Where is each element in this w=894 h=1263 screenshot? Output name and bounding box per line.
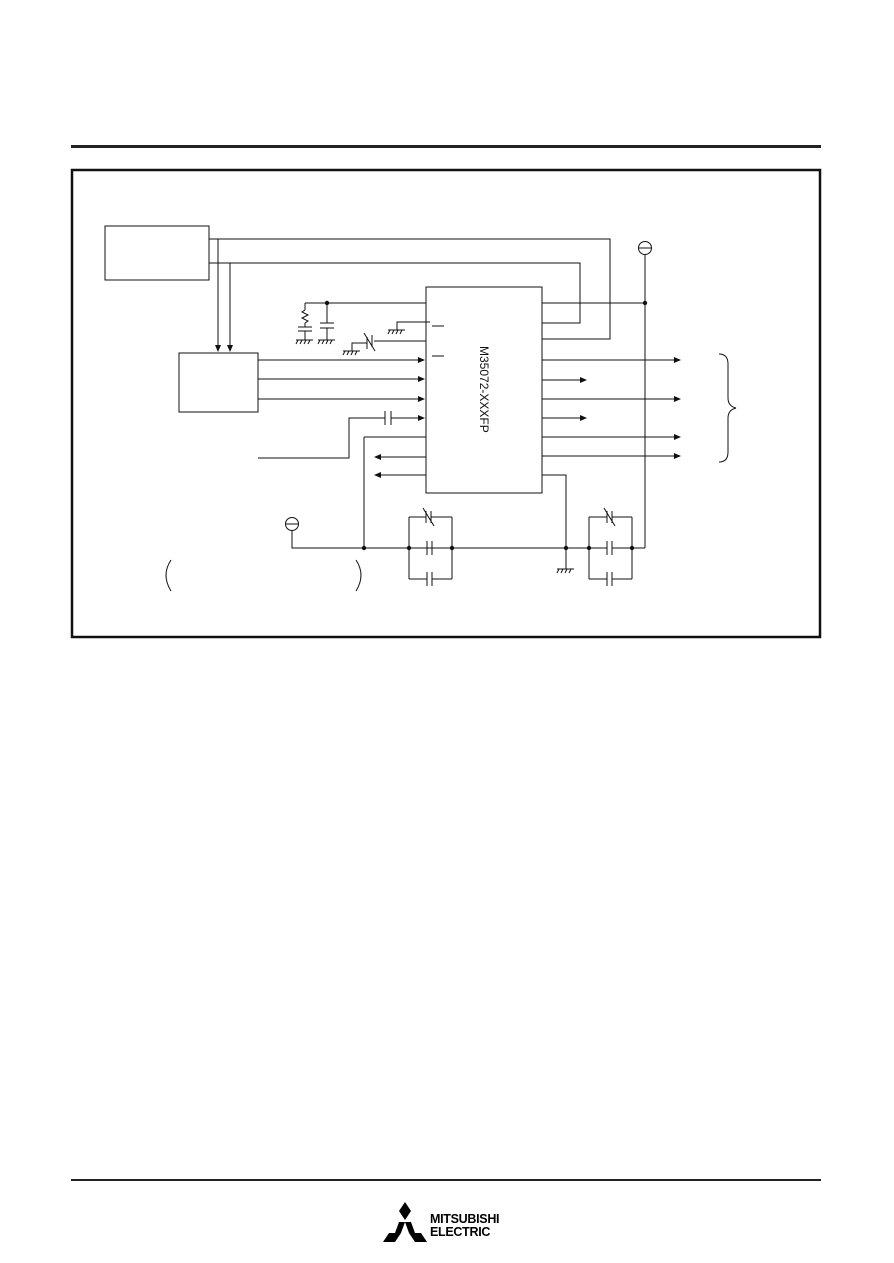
vcc-right-terminal (638, 241, 652, 548)
output-brace (718, 353, 737, 463)
chip-left-outputs (363, 436, 426, 548)
footer-rule (71, 1179, 821, 1181)
left-decoupling-capacitors (406, 507, 589, 586)
brand-line-2: ELECTRIC (430, 1225, 491, 1239)
block-to-chip-arrows (258, 357, 425, 402)
diagram-frame (70, 168, 822, 639)
chip-part-number: M35072-XXXFP (477, 346, 491, 433)
brand-line-1: MITSUBISHI (430, 1212, 500, 1226)
upper-block-buses (209, 238, 611, 352)
brand-wordmark: MITSUBISHI ELECTRIC (430, 1212, 500, 1239)
chip-right-outputs (542, 300, 681, 548)
main-ic-chip (425, 286, 543, 494)
header-rule (71, 145, 821, 148)
ground-pin-stubs (342, 321, 444, 357)
vcc-left-terminal (285, 517, 452, 551)
right-decoupling-capacitors (586, 507, 645, 586)
ground-junction (556, 545, 574, 574)
coupling-capacitor-input (258, 411, 425, 459)
middle-left-block (178, 352, 259, 413)
upper-left-block (104, 225, 210, 281)
rc-network (295, 300, 426, 345)
three-diamonds-logo-icon (383, 1202, 427, 1242)
note-parentheses (165, 559, 362, 592)
